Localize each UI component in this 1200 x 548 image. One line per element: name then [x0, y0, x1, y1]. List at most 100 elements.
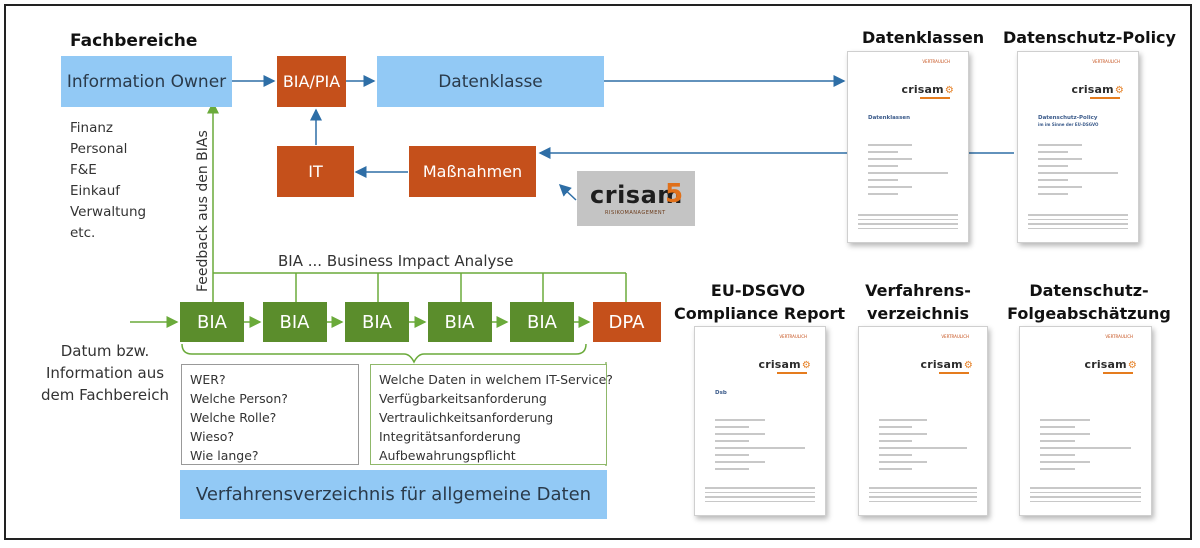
doc-footer-lines: [1030, 487, 1141, 505]
doc-logo-underline: [920, 97, 950, 99]
doc-line: [879, 447, 967, 449]
bia-box: BIA: [345, 302, 409, 342]
datum-line: Information aus: [45, 364, 165, 382]
doc-confidential-tag: VERTRAULICH: [1105, 334, 1133, 339]
gear-icon: ⚙: [801, 360, 811, 371]
doc-line: [1040, 461, 1091, 463]
doc-heading-folgeabschaetzung: Datenschutz- Folgeabschätzung: [1007, 281, 1171, 323]
doc-body-lines: [715, 419, 805, 499]
arrow-crisam-to-massnahmen: [558, 183, 577, 201]
bia-box: BIA: [510, 302, 574, 342]
doc-line: [879, 419, 928, 421]
doc-line: [1030, 500, 1141, 502]
doc-confidential-tag: VERTRAULICH: [779, 334, 807, 339]
information-owner-box: Information Owner: [61, 56, 232, 107]
doc-line: [879, 426, 913, 428]
doc-line: [858, 218, 958, 220]
doc-line: [705, 487, 815, 489]
doc-line: [1038, 193, 1069, 195]
doc-line: [1040, 454, 1075, 456]
doc-line: [715, 461, 765, 463]
doc-title: Datenschutz-Policy: [1038, 115, 1098, 121]
doc-body-lines: [1040, 419, 1131, 499]
doc-line: [879, 461, 928, 463]
doc-line: [1030, 487, 1141, 489]
doc-line: [1040, 433, 1091, 435]
feedback-label: Feedback aus den BIAs: [195, 130, 211, 292]
question-item: Welche Person?: [190, 391, 288, 406]
doc-footer-lines: [869, 487, 977, 505]
doc-line: [869, 487, 977, 489]
gear-icon: ⚙: [1127, 360, 1137, 371]
doc-line: [858, 223, 958, 225]
doc-line: [879, 454, 913, 456]
doc-body-lines: [879, 419, 967, 499]
doc-logo-underline: [1103, 372, 1133, 374]
doc-logo-underline: [1090, 97, 1120, 99]
doc-line: [1040, 447, 1131, 449]
doc-title: Dsb: [715, 390, 727, 396]
doc-crisam-logo: crisam⚙: [758, 358, 811, 371]
doc-crisam-logo: crisam⚙: [1071, 83, 1124, 96]
doc-line: [1028, 223, 1128, 225]
doc-line: [1040, 419, 1091, 421]
doc-line: [868, 151, 899, 153]
doc-line: [715, 426, 750, 428]
doc-line: [868, 179, 899, 181]
doc-line: [858, 214, 958, 216]
crisam5-logo: crisam 5 RISIKOMANAGEMENT: [577, 171, 695, 226]
questions-what-box: Welche Daten in welchem IT-Service?Verfü…: [370, 364, 613, 465]
doc-line: [868, 158, 912, 160]
doc-line: [868, 144, 912, 146]
doc-logo-underline: [939, 372, 969, 374]
fachbereich-item: etc.: [70, 225, 96, 241]
doc-line: [715, 419, 765, 421]
gear-icon: ⚙: [944, 85, 954, 96]
question-item: Welche Rolle?: [190, 410, 277, 425]
doc-line: [1038, 151, 1069, 153]
doc-line: [1030, 491, 1141, 493]
question-item: Verfügbarkeitsanforderung: [379, 391, 547, 406]
question-item: Wieso?: [190, 429, 235, 444]
question-item: WER?: [190, 372, 226, 387]
doc-crisam-logo: crisam⚙: [920, 358, 973, 371]
crisam5-wordmark: crisam: [590, 181, 683, 209]
doc-line: [879, 433, 928, 435]
doc-line: [715, 440, 750, 442]
fachbereich-item: Personal: [70, 141, 128, 157]
doc-line: [869, 496, 977, 498]
doc-line: [868, 186, 912, 188]
doc-line: [879, 440, 913, 442]
doc-line: [1038, 179, 1069, 181]
questions-who-box: WER? Welche Person? Welche Rolle? Wieso? Wie…: [181, 364, 359, 465]
doc-crisam-logo: crisam⚙: [1084, 358, 1137, 371]
doc-footer-lines: [705, 487, 815, 505]
doc-line: [715, 454, 750, 456]
brace-under-chain: [181, 343, 587, 364]
fachbereiche-heading: Fachbereiche: [70, 31, 198, 51]
doc-line: [1038, 165, 1069, 167]
crisam5-digit: 5: [665, 179, 684, 209]
questions-who-list: WER? Welche Person? Welche Rolle? Wieso? Wie…: [190, 370, 350, 465]
gear-icon: ⚙: [1114, 85, 1124, 96]
doc-line: [868, 193, 899, 195]
fachbereich-item: Finanz: [70, 120, 114, 136]
bia-pia-box: BIA/PIA: [277, 56, 346, 107]
doc-line: [1038, 158, 1082, 160]
doc-confidential-tag: VERTRAULICH: [941, 334, 969, 339]
datenklasse-box: Datenklasse: [377, 56, 604, 107]
doc-line: [869, 500, 977, 502]
doc-line: [868, 172, 948, 174]
doc-line: [869, 491, 977, 493]
doc-line: [715, 447, 805, 449]
doc-line: [858, 227, 958, 229]
doc-footer-lines: [858, 214, 958, 232]
doc-line: [1040, 468, 1075, 470]
datum-line: dem Fachbereich: [40, 386, 170, 404]
doc-line: [1040, 440, 1075, 442]
question-item: Wie lange?: [190, 448, 259, 463]
